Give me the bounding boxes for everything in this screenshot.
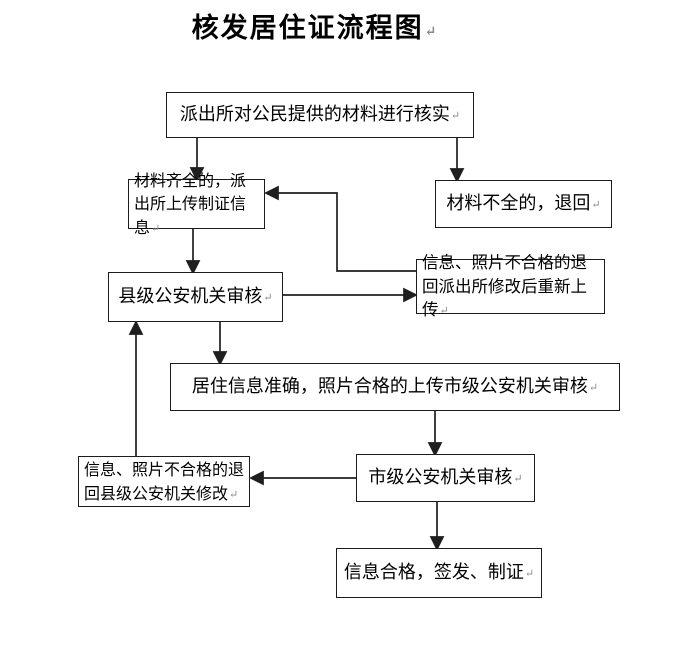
paragraph-mark: ↵ (450, 108, 461, 122)
connector-county-review-to-upload-city (212, 322, 228, 366)
flow-node-upload-city: 居住信息准确，照片合格的上传市级公安机关审核↵ (170, 363, 620, 411)
paragraph-mark: ↵ (588, 380, 599, 394)
page-title-text: 核发居住证流程图 (191, 13, 424, 44)
paragraph-mark: ↵ (263, 290, 273, 304)
node-label: 居住信息准确，照片合格的上传市级公安机关审核 (191, 375, 588, 397)
node-label: 信息、照片不合格的退回县级公安机关修改 (84, 460, 245, 503)
connector-complete-to-county-review (185, 228, 201, 275)
flow-node-return-to-county: 信息、照片不合格的退回县级公安机关修改↵ (78, 456, 250, 507)
paragraph-mark: ↵ (513, 471, 523, 485)
flow-node-county-review: 县级公安机关审核↵ (108, 272, 283, 322)
connector-city-review-to-return-to-county (249, 470, 356, 486)
node-label: 派出所对公民提供的材料进行核实 (179, 103, 450, 125)
connector-county-review-to-return-to-station (283, 287, 418, 303)
connector-return-to-station-to-complete (264, 185, 416, 272)
node-label: 县级公安机关审核 (118, 285, 263, 307)
flow-node-verify: 派出所对公民提供的材料进行核实↵ (166, 92, 474, 138)
paragraph-mark: ↵ (524, 566, 535, 580)
node-label: 材料不全的，退回 (446, 192, 591, 214)
paragraph-mark: ↵ (439, 304, 449, 318)
connector-verify-to-incomplete (449, 138, 465, 183)
flow-node-complete: 材料齐全的，派出所上传制证信息↵ (128, 171, 265, 237)
flow-node-incomplete: 材料不全的，退回↵ (435, 180, 612, 228)
flow-node-issue: 信息合格，签发、制证↵ (336, 548, 542, 598)
connector-verify-to-complete (189, 138, 205, 182)
node-label: 市级公安机关审核 (368, 466, 513, 488)
connector-return-to-county-to-county-review (128, 320, 144, 456)
node-label: 信息、照片不合格的退回派出所修改后重新上传 (422, 252, 587, 320)
paragraph-mark: ↵ (229, 487, 239, 501)
paragraph-mark: ↵ (424, 24, 439, 40)
connector-city-review-to-issue (429, 501, 445, 551)
paragraph-mark: ↵ (151, 221, 161, 235)
flow-node-return-to-station: 信息、照片不合格的退回派出所修改后重新上传↵ (416, 253, 605, 319)
node-label: 材料齐全的，派出所上传制证信息 (134, 171, 247, 237)
flow-node-city-review: 市级公安机关审核↵ (356, 454, 535, 502)
connector-upload-city-to-city-review (427, 410, 443, 457)
page-title: 核发居住证流程图↵ (0, 6, 630, 45)
paragraph-mark: ↵ (591, 197, 601, 211)
node-label: 信息合格，签发、制证 (343, 561, 524, 583)
